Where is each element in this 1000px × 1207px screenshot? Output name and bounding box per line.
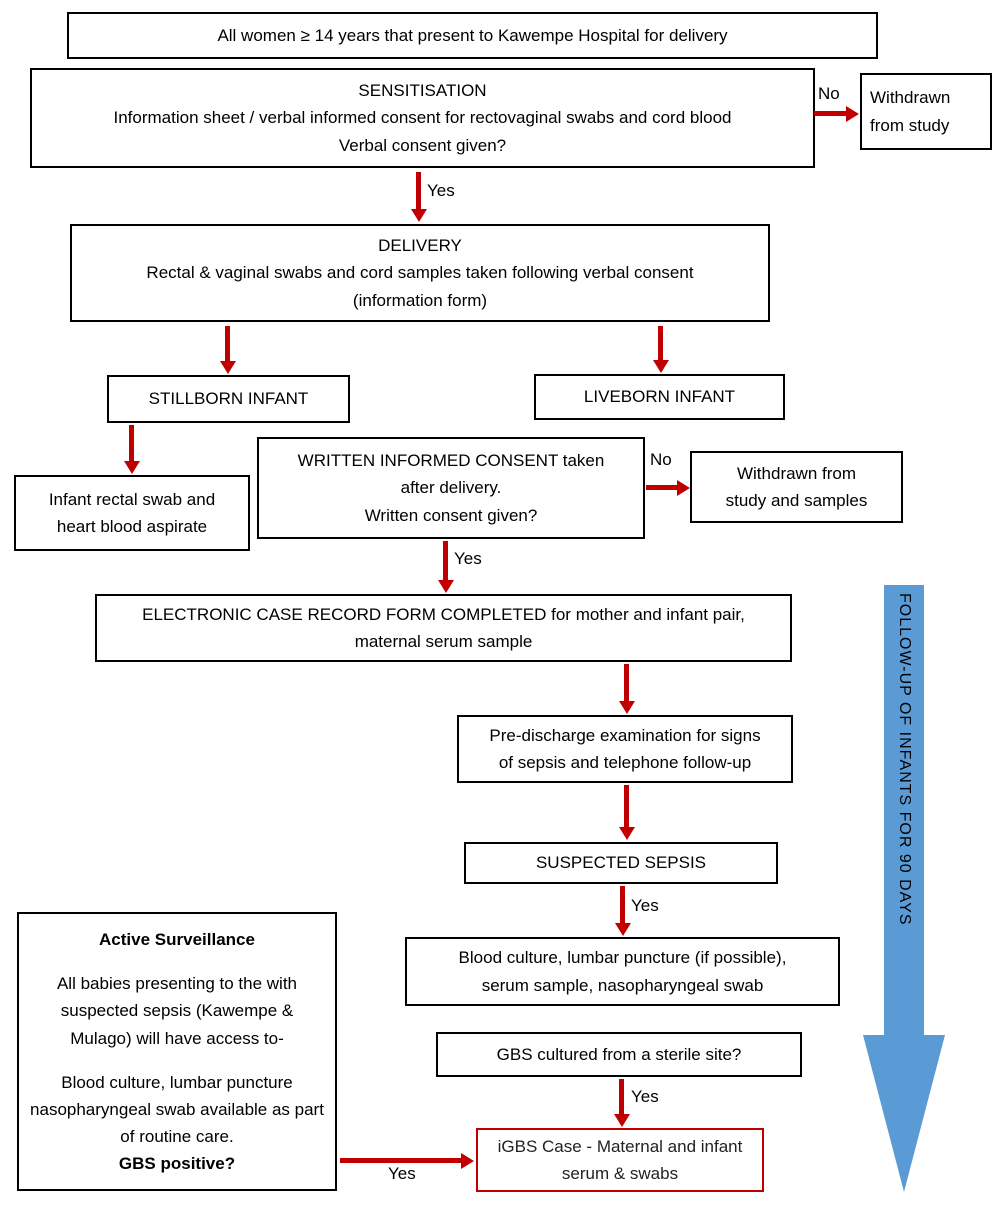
node-withdrawn-samples: Withdrawn from study and samples bbox=[690, 451, 903, 523]
node-blood-culture: Blood culture, lumbar puncture (if possi… bbox=[405, 937, 840, 1006]
edge-label-yes-sensitisation: Yes bbox=[427, 181, 455, 200]
node-gbs-sterile-text: GBS cultured from a sterile site? bbox=[496, 1044, 742, 1064]
followup-arrow-shaft bbox=[884, 585, 924, 1036]
node-active-surveillance-question: GBS positive? bbox=[118, 1154, 236, 1174]
node-eligibility-text: All women ≥ 14 years that present to Kaw… bbox=[217, 25, 728, 45]
followup-arrow-head-icon bbox=[863, 1035, 945, 1192]
arrow-gbs-to-igbs-icon bbox=[619, 1079, 624, 1115]
node-withdrawn-study: Withdrawn from study bbox=[860, 73, 992, 150]
node-sensitisation-line3: Verbal consent given? bbox=[338, 135, 507, 155]
node-written-consent: WRITTEN INFORMED CONSENT taken after del… bbox=[257, 437, 645, 539]
node-gbs-sterile: GBS cultured from a sterile site? bbox=[436, 1032, 802, 1077]
node-stillborn: STILLBORN INFANT bbox=[107, 375, 350, 423]
arrow-predischarge-to-sepsis-icon bbox=[624, 785, 629, 828]
node-infant-samples-line1: Infant rectal swab and bbox=[48, 489, 216, 509]
node-withdrawn-study-line1: Withdrawn bbox=[870, 88, 951, 108]
edge-label-yes-consent: Yes bbox=[454, 549, 482, 568]
edge-label-yes-surveillance: Yes bbox=[388, 1164, 416, 1183]
node-stillborn-text: STILLBORN INFANT bbox=[148, 389, 309, 409]
node-active-surveillance-para1: All babies presenting to the with suspec… bbox=[56, 974, 298, 1048]
node-suspected-sepsis: SUSPECTED SEPSIS bbox=[464, 842, 778, 884]
arrow-ecrf-to-predischarge-icon bbox=[624, 664, 629, 702]
node-written-consent-line1: WRITTEN INFORMED CONSENT taken bbox=[297, 451, 605, 471]
node-ecrf: ELECTRONIC CASE RECORD FORM COMPLETED fo… bbox=[95, 594, 792, 662]
node-sensitisation-line2: Information sheet / verbal informed cons… bbox=[113, 108, 732, 128]
arrow-consent-to-withdrawn-icon bbox=[646, 485, 678, 490]
node-liveborn: LIVEBORN INFANT bbox=[534, 374, 785, 420]
arrow-sensitisation-to-withdrawn-icon bbox=[814, 111, 847, 116]
node-suspected-sepsis-text: SUSPECTED SEPSIS bbox=[535, 853, 707, 873]
node-sensitisation: SENSITISATION Information sheet / verbal… bbox=[30, 68, 815, 168]
arrow-sepsis-to-bloodculture-icon bbox=[620, 886, 625, 924]
node-igbs-case: iGBS Case - Maternal and infant serum & … bbox=[476, 1128, 764, 1192]
node-active-surveillance: Active Surveillance All babies presentin… bbox=[17, 912, 337, 1191]
arrow-surveillance-to-igbs-icon bbox=[340, 1158, 462, 1163]
edge-label-yes-sepsis: Yes bbox=[631, 896, 659, 915]
node-withdrawn-study-line2: from study bbox=[870, 115, 950, 135]
node-liveborn-text: LIVEBORN INFANT bbox=[583, 387, 736, 407]
node-ecrf-line2: maternal serum sample bbox=[354, 632, 533, 651]
node-written-consent-line2: after delivery. bbox=[400, 478, 502, 498]
node-active-surveillance-title: Active Surveillance bbox=[99, 930, 255, 949]
node-sensitisation-line1: SENSITISATION bbox=[358, 81, 487, 101]
node-infant-samples: Infant rectal swab and heart blood aspir… bbox=[14, 475, 250, 551]
edge-label-no-sensitisation: No bbox=[818, 84, 840, 103]
arrow-sensitisation-to-delivery-icon bbox=[416, 172, 421, 210]
arrow-stillborn-to-samples-icon bbox=[129, 425, 134, 462]
node-infant-samples-line2: heart blood aspirate bbox=[56, 517, 208, 536]
node-blood-culture-line2: serum sample, nasopharyngeal swab bbox=[481, 975, 764, 995]
arrow-consent-to-ecrf-icon bbox=[443, 541, 448, 581]
node-delivery-line3: (information form) bbox=[352, 290, 488, 310]
node-delivery: DELIVERY Rectal & vaginal swabs and cord… bbox=[70, 224, 770, 322]
node-delivery-line1: DELIVERY bbox=[378, 236, 462, 256]
node-predischarge: Pre-discharge examination for signs of s… bbox=[457, 715, 793, 783]
node-eligibility: All women ≥ 14 years that present to Kaw… bbox=[67, 12, 878, 59]
node-withdrawn-samples-line2: study and samples bbox=[725, 491, 868, 510]
node-written-consent-line3: Written consent given? bbox=[364, 505, 538, 525]
node-withdrawn-samples-line1: Withdrawn from bbox=[736, 463, 857, 483]
edge-label-yes-gbs: Yes bbox=[631, 1087, 659, 1106]
edge-label-no-consent: No bbox=[650, 450, 672, 469]
node-predischarge-line1: Pre-discharge examination for signs bbox=[489, 725, 761, 745]
node-active-surveillance-para2: Blood culture, lumbar puncture nasophary… bbox=[30, 1072, 324, 1147]
node-igbs-case-line2: serum & swabs bbox=[561, 1164, 679, 1183]
arrow-delivery-to-liveborn-icon bbox=[658, 326, 663, 361]
node-igbs-case-line1: iGBS Case - Maternal and infant bbox=[497, 1136, 743, 1156]
node-predischarge-line2: of sepsis and telephone follow-up bbox=[498, 753, 752, 772]
followup-arrow-label: FOLLOW-UP OF INFANTS FOR 90 DAYS bbox=[896, 593, 913, 926]
arrow-delivery-to-stillborn-icon bbox=[225, 326, 230, 362]
node-blood-culture-line1: Blood culture, lumbar puncture (if possi… bbox=[458, 948, 787, 968]
node-delivery-line2: Rectal & vaginal swabs and cord samples … bbox=[146, 263, 694, 283]
node-ecrf-line1: ELECTRONIC CASE RECORD FORM COMPLETED fo… bbox=[142, 604, 745, 624]
